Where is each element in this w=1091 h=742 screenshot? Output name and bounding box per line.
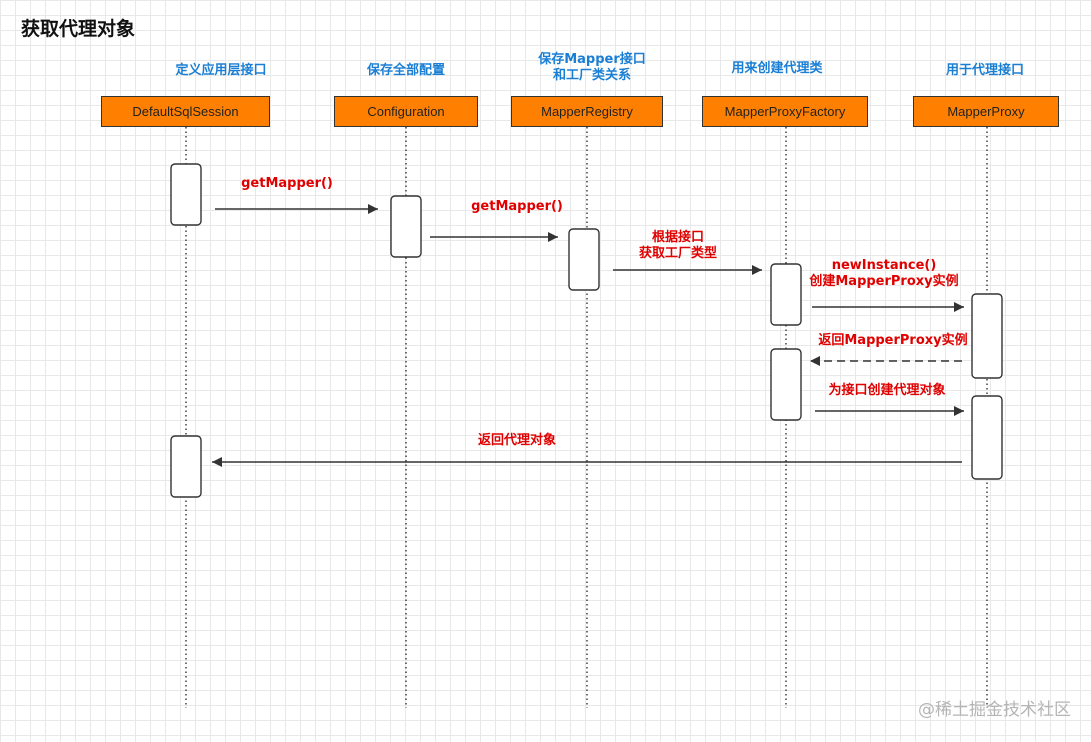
caption-mapper-proxy: 用于代理接口	[945, 63, 1024, 78]
activation-box	[770, 263, 802, 326]
caption-default-sql-session: 定义应用层接口	[175, 63, 267, 78]
activation-box	[170, 163, 202, 226]
participant-default-sql-session: DefaultSqlSession	[101, 96, 270, 127]
message-label-get-mapper-1: getMapper()	[241, 176, 333, 191]
participant-mapper-proxy-factory: MapperProxyFactory	[702, 96, 868, 127]
message-label-new-instance-line-1: newInstance()	[831, 258, 937, 273]
caption-mapper-proxy-factory: 用来创建代理类	[731, 61, 823, 76]
activation-box	[568, 228, 600, 291]
activation-box	[390, 195, 422, 258]
message-label-return-proxy: 返回代理对象	[477, 433, 556, 448]
activation-box	[971, 395, 1003, 480]
message-label-return-instance: 返回MapperProxy实例	[818, 333, 968, 348]
message-label-get-factory-type-line-1: 根据接口	[651, 230, 704, 245]
activation-box	[170, 435, 202, 498]
message-label-get-factory-type: 根据接口 获取工厂类型	[618, 230, 738, 262]
message-label-get-mapper-2: getMapper()	[471, 199, 563, 214]
diagram-title: 获取代理对象	[21, 18, 136, 40]
caption-mapper-registry-line-2: 和工厂类关系	[552, 68, 631, 83]
participant-configuration: Configuration	[334, 96, 478, 127]
caption-mapper-registry-line-1: 保存Mapper接口	[538, 52, 646, 67]
message-label-new-instance: newInstance() 创建MapperProxy实例	[804, 258, 964, 290]
caption-configuration: 保存全部配置	[366, 63, 445, 78]
activation-box	[770, 348, 802, 421]
message-label-get-factory-type-line-2: 获取工厂类型	[638, 246, 717, 261]
message-label-create-proxy: 为接口创建代理对象	[828, 383, 946, 398]
watermark: @稀土掘金技术社区	[918, 700, 1071, 720]
caption-mapper-registry: 保存Mapper接口 和工厂类关系	[517, 52, 667, 84]
activation-box	[971, 293, 1003, 379]
participant-mapper-registry: MapperRegistry	[511, 96, 663, 127]
participant-mapper-proxy: MapperProxy	[913, 96, 1059, 127]
message-label-new-instance-line-2: 创建MapperProxy实例	[809, 274, 959, 289]
